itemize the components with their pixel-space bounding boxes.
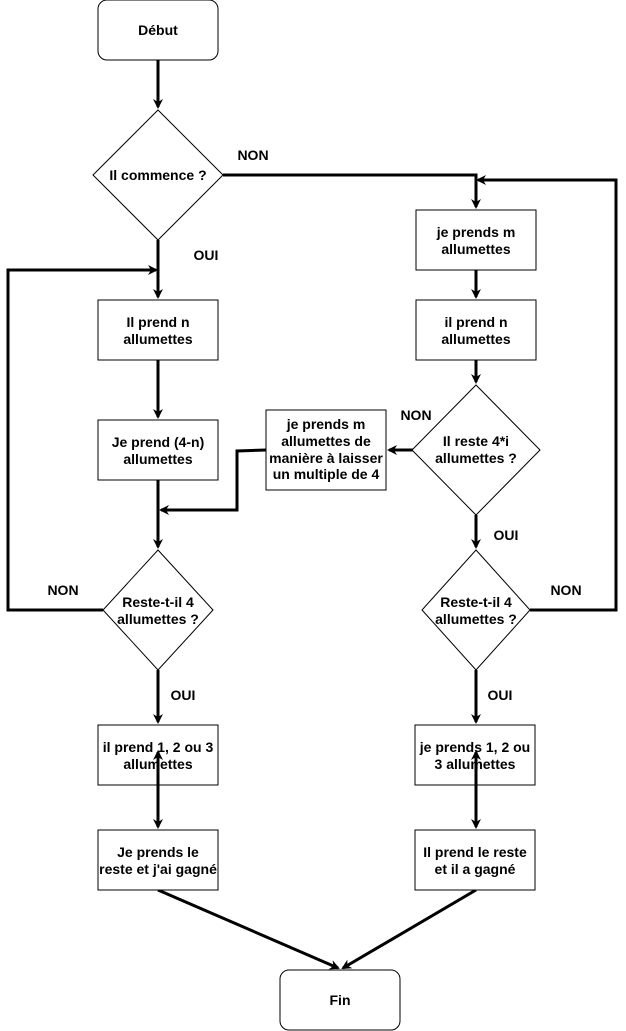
reste-4i-line2: allumettes ? xyxy=(435,450,517,466)
process-je-prends-m xyxy=(415,209,537,271)
multiple-line2: allumettes de xyxy=(281,433,371,449)
reste4-left-line2: allumettes ? xyxy=(117,611,199,627)
label-reste4-right-oui: OUI xyxy=(488,687,513,703)
decision-reste4-right xyxy=(421,549,531,671)
je-prends-reste-line1: Je prends le xyxy=(117,844,199,860)
il-prend-123-line2: allumettes xyxy=(123,756,192,772)
end-node xyxy=(279,969,401,1031)
reste4-right-line1: Reste-t-il 4 xyxy=(440,594,512,610)
process-il-prend-reste xyxy=(414,829,536,891)
process-il-prend-n-right xyxy=(415,299,537,361)
decision-reste4-left xyxy=(102,549,214,671)
je-prends-reste-line2: reste et j'ai gagné xyxy=(99,861,217,877)
edge-ilprendreste-to-fin xyxy=(341,888,477,970)
il-prend-n-right-line1: il prend n xyxy=(445,314,508,330)
process-je-prends-m-multiple xyxy=(265,409,387,491)
process-je-prend-4n xyxy=(97,419,219,481)
label-reste4-right-non: NON xyxy=(550,582,581,598)
end-label: Fin xyxy=(330,992,351,1008)
label-reste-4i-oui: OUI xyxy=(494,527,519,543)
process-il-prend-n xyxy=(97,299,219,361)
il-prend-reste-line2: et il a gagné xyxy=(435,861,516,877)
label-reste4-left-oui: OUI xyxy=(171,687,196,703)
label-reste-4i-non: NON xyxy=(400,407,431,423)
reste4-right-line2: allumettes ? xyxy=(435,611,517,627)
je-prends-m-line1: je prends m xyxy=(436,224,516,240)
multiple-line4: un multiple de 4 xyxy=(273,466,380,482)
il-prend-n-line2: allumettes xyxy=(123,331,192,347)
reste4-left-line1: Reste-t-il 4 xyxy=(122,594,194,610)
edge-reste4-right-non-loop xyxy=(476,175,618,612)
multiple-line1: je prends m xyxy=(286,416,366,432)
decision-reste-4i xyxy=(411,384,541,516)
label-commence-non: NON xyxy=(237,147,268,163)
overlay-arrows xyxy=(153,750,481,827)
il-prend-123-line1: il prend 1, 2 ou 3 xyxy=(103,739,214,755)
edge-jeprendsreste-to-fin xyxy=(157,888,340,970)
je-prend-4n-line1: Je prend (4-n) xyxy=(112,434,205,450)
il-prend-n-right-line2: allumettes xyxy=(441,331,510,347)
edge-multiple-to-left xyxy=(159,448,267,515)
label-reste4-left-non: NON xyxy=(47,582,78,598)
il-prend-reste-line1: Il prend le reste xyxy=(423,844,527,860)
edge-commence-non xyxy=(223,173,481,209)
je-prend-4n-line2: allumettes xyxy=(123,451,192,467)
process-je-prends-reste xyxy=(97,829,219,891)
commence-label: Il commence ? xyxy=(109,167,206,183)
label-commence-oui: OUI xyxy=(194,247,219,263)
multiple-line3: manière à laisser xyxy=(269,450,383,466)
start-label: Début xyxy=(138,22,178,38)
reste-4i-line1: Il reste 4*i xyxy=(443,433,509,449)
decision-commence xyxy=(92,109,224,241)
je-prends-m-line2: allumettes xyxy=(441,241,510,257)
je-prends-123-line1: je prends 1, 2 ou xyxy=(419,739,530,755)
node-labels: Début Il commence ? Il prend n allumette… xyxy=(99,22,530,1008)
nodes xyxy=(92,0,541,1031)
start-node xyxy=(97,0,219,61)
edge-reste4-left-non-loop xyxy=(6,265,158,612)
edge-labels: NON OUI NON OUI NON OUI NON OUI xyxy=(47,147,581,703)
il-prend-n-line1: Il prend n xyxy=(127,314,190,330)
je-prends-123-line2: 3 allumettes xyxy=(435,756,516,772)
